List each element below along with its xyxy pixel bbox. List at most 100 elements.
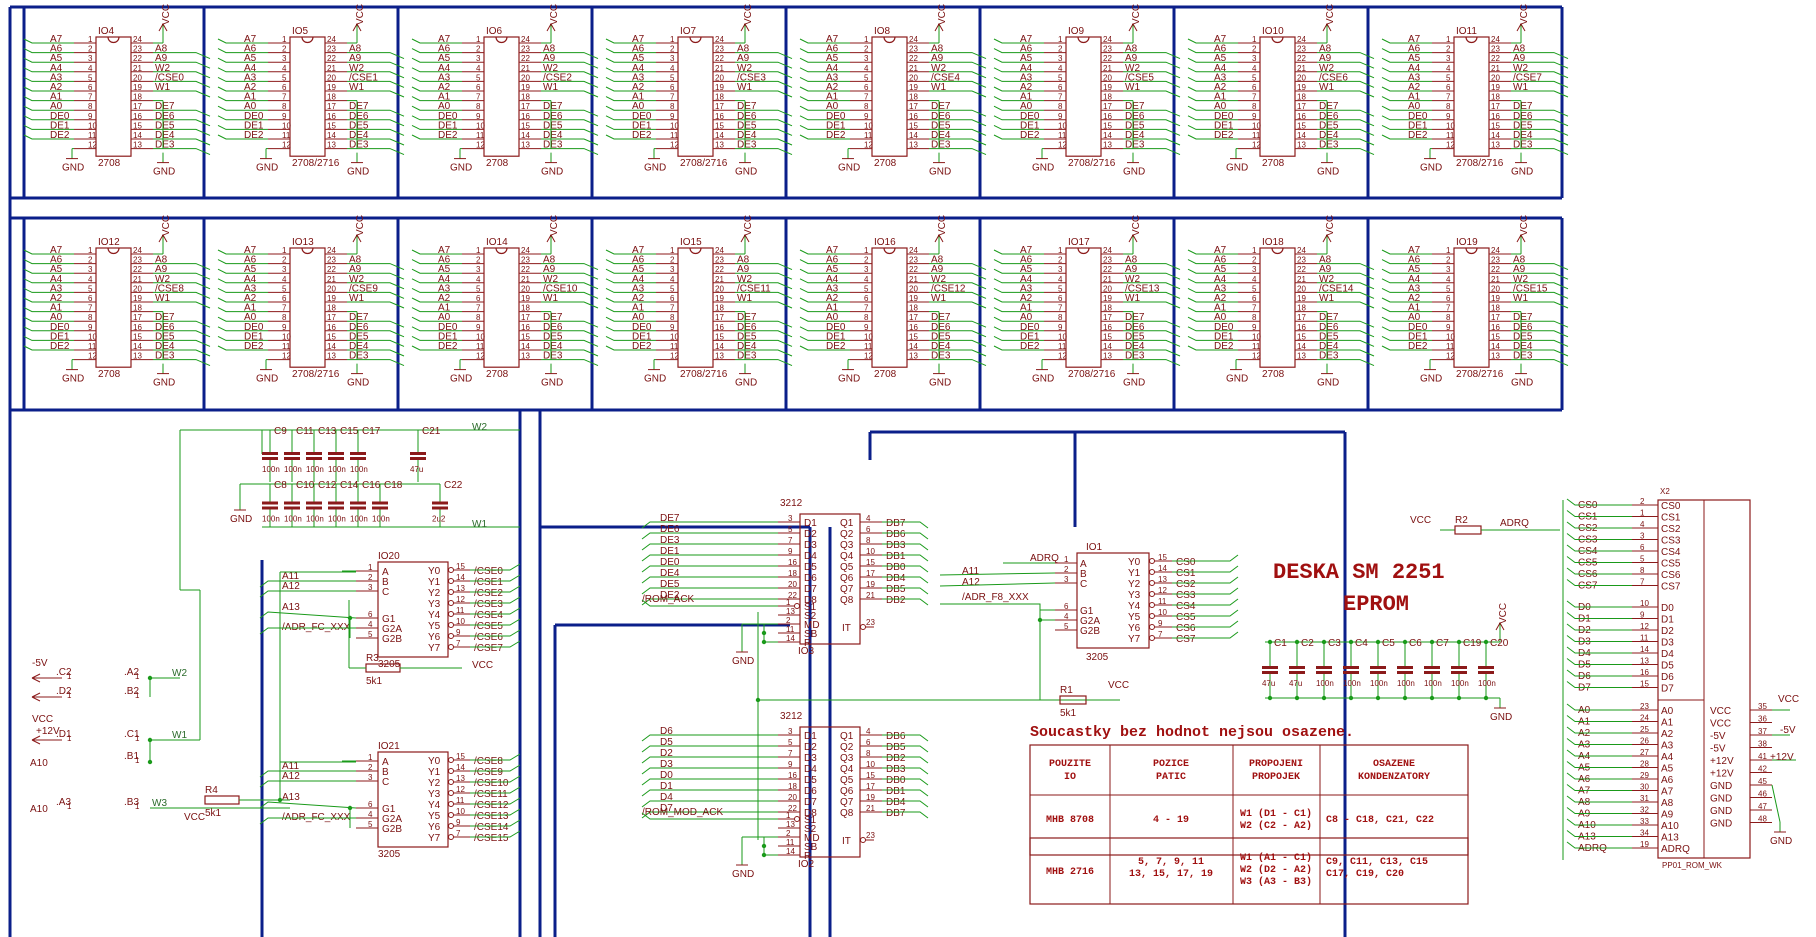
svg-text:3: 3 [1064,575,1069,584]
svg-text:DB6: DB6 [886,529,906,540]
svg-text:A11: A11 [962,566,979,577]
svg-text:A4: A4 [1214,63,1227,74]
svg-text:GND: GND [62,374,84,385]
chip-body [677,36,714,157]
vcc-arrow-icon: VCC [934,4,948,43]
svg-text:2: 2 [368,573,373,582]
svg-text:.C2: .C2 [56,667,72,678]
svg-text:DESKA SM 2251: DESKA SM 2251 [1273,560,1445,585]
svg-text:18: 18 [327,304,336,313]
svg-text:DE0: DE0 [244,322,264,333]
svg-text:A9: A9 [1125,264,1138,275]
svg-text:2: 2 [476,45,481,54]
svg-text:15: 15 [327,121,336,130]
svg-text:D1: D1 [1661,615,1674,626]
svg-text:DE2: DE2 [244,341,264,352]
svg-text:7: 7 [88,304,93,313]
svg-text:6: 6 [476,83,481,92]
eprom-chip-IO11: IO112708/27161A72A63A54A45A36A27A18A09DE… [1381,4,1569,178]
svg-text:4: 4 [1446,275,1451,284]
svg-text:2: 2 [282,45,287,54]
svg-text:DE1: DE1 [244,331,264,342]
svg-text:GND: GND [1317,167,1339,178]
jumper-pin: .A21 [124,667,140,681]
svg-text:15: 15 [1103,121,1112,130]
svg-text:Q5: Q5 [840,562,854,573]
svg-text:DB4: DB4 [886,797,906,808]
svg-text:GND: GND [541,378,563,389]
svg-text:3: 3 [476,265,481,274]
svg-text:GND: GND [541,167,563,178]
svg-text:19: 19 [866,793,875,802]
svg-text:19: 19 [1640,840,1649,849]
svg-text:Q7: Q7 [840,797,854,808]
svg-text:DE7: DE7 [349,312,369,323]
svg-text:A0: A0 [1020,312,1033,323]
svg-text:6: 6 [368,800,373,809]
svg-text:A5: A5 [1214,53,1227,64]
svg-text:3: 3 [864,265,869,274]
svg-text:9: 9 [88,323,93,332]
svg-text:24: 24 [327,246,336,255]
svg-text:6: 6 [1252,294,1257,303]
ground-symbol-icon: GND [347,363,369,389]
svg-text:GND: GND [1710,781,1732,792]
svg-text:.B3: .B3 [124,797,139,808]
svg-text:23: 23 [715,256,724,265]
svg-text:A2: A2 [1661,729,1674,740]
svg-text:19: 19 [715,294,724,303]
svg-text:3212: 3212 [780,711,803,722]
svg-text:A1: A1 [1408,92,1421,103]
svg-text:OSAZENE: OSAZENE [1373,759,1415,770]
svg-text:D0: D0 [1661,603,1674,614]
svg-text:A12: A12 [282,771,300,782]
svg-text:10: 10 [1446,332,1455,341]
svg-text:4: 4 [88,64,93,73]
svg-text:100n: 100n [328,465,346,474]
svg-text:A3: A3 [1661,741,1674,752]
svg-text:GND: GND [1032,374,1054,385]
svg-text:2708/2716: 2708/2716 [1456,158,1504,169]
svg-text:GND: GND [1420,374,1442,385]
svg-text:Q6: Q6 [840,786,854,797]
svg-text:A4: A4 [1661,752,1674,763]
svg-text:A6: A6 [1661,775,1674,786]
svg-text:DE3: DE3 [1513,140,1533,151]
svg-text:Y7: Y7 [428,643,441,654]
svg-text:DE1: DE1 [660,546,680,557]
svg-text:9: 9 [788,760,793,769]
svg-text:D5: D5 [804,775,817,786]
svg-text:14: 14 [133,131,142,140]
svg-text:DE3: DE3 [737,140,757,151]
svg-text:C22: C22 [444,480,463,491]
svg-text:DE2: DE2 [244,130,264,141]
svg-text:W2: W2 [349,63,364,74]
svg-text:14: 14 [1491,342,1500,351]
svg-text:PATIC: PATIC [1156,772,1186,783]
svg-text:6: 6 [864,83,869,92]
svg-text:/CSE10: /CSE10 [474,778,509,789]
svg-text:14: 14 [327,131,336,140]
svg-text:D1: D1 [804,518,817,529]
svg-text:A1: A1 [826,92,839,103]
svg-text:C8 - C18, C21, C22: C8 - C18, C21, C22 [1326,815,1434,826]
svg-text:23: 23 [1103,45,1112,54]
svg-text:5: 5 [368,630,373,639]
svg-text:18: 18 [1491,93,1500,102]
svg-text:IO2: IO2 [798,859,815,870]
svg-text:A10: A10 [1661,821,1679,832]
svg-text:23: 23 [1297,45,1306,54]
svg-text:10: 10 [282,332,291,341]
svg-text:6: 6 [1446,294,1451,303]
svg-text:6: 6 [282,294,287,303]
svg-text:100n: 100n [306,515,324,524]
svg-text:A4: A4 [438,274,451,285]
svg-text:12: 12 [456,785,465,794]
svg-text:2: 2 [368,763,373,772]
svg-text:W2: W2 [737,63,752,74]
svg-text:11: 11 [1252,131,1261,140]
chip-body [483,247,520,368]
